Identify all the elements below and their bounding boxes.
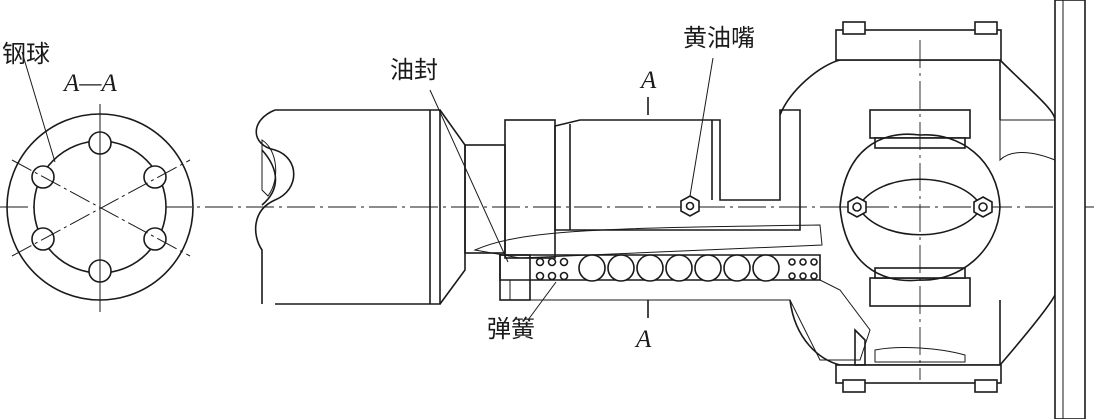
label-section-mark-bottom: A (634, 326, 652, 353)
label-section-mark-top: A (639, 67, 657, 94)
spring-leader (527, 281, 557, 321)
label-steel-ball: 钢球 (2, 40, 50, 68)
cross-spider (839, 133, 1001, 282)
oil-seal-leader (429, 89, 509, 263)
spring-coils (535, 257, 818, 281)
universal-joint (779, 21, 1002, 393)
label-oil-seal: 油封 (390, 56, 438, 84)
oil-seal-ring (499, 254, 531, 301)
knurled-nut (504, 119, 556, 259)
output-flange (999, 0, 1086, 419)
grease-nipple (680, 57, 714, 217)
section-view-a-a (6, 51, 194, 312)
label-section-a-a: A—A (62, 70, 118, 97)
section-centerlines (11, 104, 191, 312)
steel-ball-lower-right (143, 227, 167, 251)
tube-shaft (254, 109, 466, 305)
steel-ball-upper-right (143, 165, 167, 189)
steel-balls-row (578, 254, 780, 282)
steel-ball-leader (21, 51, 56, 163)
grease-nipple-leader (689, 57, 714, 197)
label-spring: 弹簧 (487, 315, 535, 343)
label-grease-nipple: 黄油嘴 (683, 24, 755, 52)
